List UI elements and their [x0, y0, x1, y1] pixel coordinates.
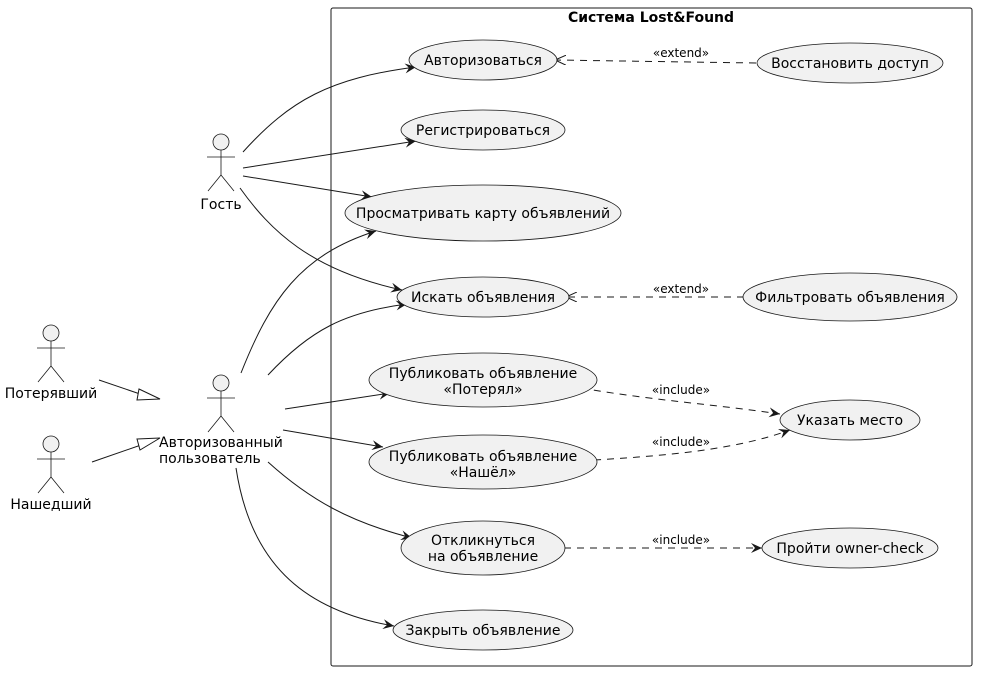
usecase-restore-access: Восстановить доступ	[756, 42, 944, 84]
svg-text:Публиковать объявление: Публиковать объявление	[389, 449, 577, 465]
assoc-auth-close	[235, 467, 395, 630]
assoc-guest-login	[242, 63, 417, 153]
svg-text:Фильтровать объявления: Фильтровать объявления	[755, 290, 945, 306]
extend-filter-search: «extend»	[566, 282, 744, 297]
usecase-search: Искать объявления	[396, 276, 570, 318]
usecase-login: Авторизоваться	[408, 39, 558, 81]
usecase-view-map: Просматривать карту объявлений	[344, 184, 622, 242]
actor-auth-label-line2: пользователь	[159, 451, 261, 467]
usecase-respond: Откликнуться на объявление	[400, 520, 566, 576]
svg-text:«Нашёл»: «Нашёл»	[450, 465, 517, 481]
assoc-guest-register	[242, 137, 417, 169]
include-respond-ownercheck: «include»	[564, 533, 762, 553]
actor-lost-label: Потерявший	[5, 386, 97, 402]
usecase-publish-found: Публиковать объявление «Нашёл»	[368, 434, 598, 490]
actor-found: Нашедший	[10, 435, 92, 513]
include-found-place: «include»	[593, 429, 791, 461]
assoc-auth-publish-lost	[284, 389, 391, 410]
usecase-set-place: Указать место	[779, 399, 921, 441]
extend-restore-login: «extend»	[555, 46, 757, 63]
actor-authorized-user: Авторизованный пользователь	[159, 374, 283, 467]
svg-text:Пройти owner-check: Пройти owner-check	[776, 541, 924, 557]
assoc-auth-search	[267, 300, 408, 376]
svg-text:Указать место: Указать место	[797, 413, 903, 429]
svg-text:«Потерял»: «Потерял»	[443, 382, 522, 398]
generalization-lost	[98, 379, 161, 401]
svg-text:Регистрироваться: Регистрироваться	[416, 123, 550, 139]
include-label-respond: «include»	[652, 533, 710, 547]
usecase-close: Закрыть объявление	[392, 609, 574, 651]
system-boundary: Система Lost&Found	[330, 7, 973, 667]
assoc-guest-view-map	[242, 175, 373, 201]
svg-text:Просматривать карту объявлений: Просматривать карту объявлений	[356, 206, 610, 222]
actor-auth-label-line1: Авторизованный	[159, 435, 283, 451]
system-title: Система Lost&Found	[568, 10, 734, 26]
usecase-publish-lost: Публиковать объявление «Потерял»	[368, 352, 598, 408]
svg-text:Публиковать объявление: Публиковать объявление	[389, 366, 577, 382]
assoc-auth-publish-found	[282, 429, 384, 451]
actor-lost: Потерявший	[5, 324, 97, 402]
svg-text:на объявление: на объявление	[428, 549, 538, 565]
actor-guest-label: Гость	[200, 197, 241, 213]
svg-text:Искать объявления: Искать объявления	[411, 290, 555, 306]
svg-text:Закрыть объявление: Закрыть объявление	[406, 623, 561, 639]
assoc-auth-respond	[267, 461, 413, 541]
actor-found-label: Нашедший	[10, 497, 91, 513]
extend-label-login: «extend»	[653, 46, 709, 60]
usecase-register: Регистрироваться	[400, 109, 566, 151]
assoc-auth-view-map	[240, 229, 377, 374]
include-label-found: «include»	[652, 435, 710, 449]
include-label-lost: «include»	[652, 383, 710, 397]
svg-text:Авторизоваться: Авторизоваться	[424, 53, 542, 69]
usecase-filter: Фильтровать объявления	[742, 272, 958, 322]
assoc-guest-search	[239, 187, 403, 293]
svg-text:Откликнуться: Откликнуться	[431, 533, 535, 549]
include-lost-place: «include»	[580, 383, 781, 418]
actor-guest: Гость	[200, 133, 242, 213]
usecase-owner-check: Пройти owner-check	[761, 527, 939, 569]
svg-text:Восстановить доступ: Восстановить доступ	[771, 56, 929, 72]
generalization-found	[91, 437, 161, 463]
extend-label-search: «extend»	[653, 282, 709, 296]
